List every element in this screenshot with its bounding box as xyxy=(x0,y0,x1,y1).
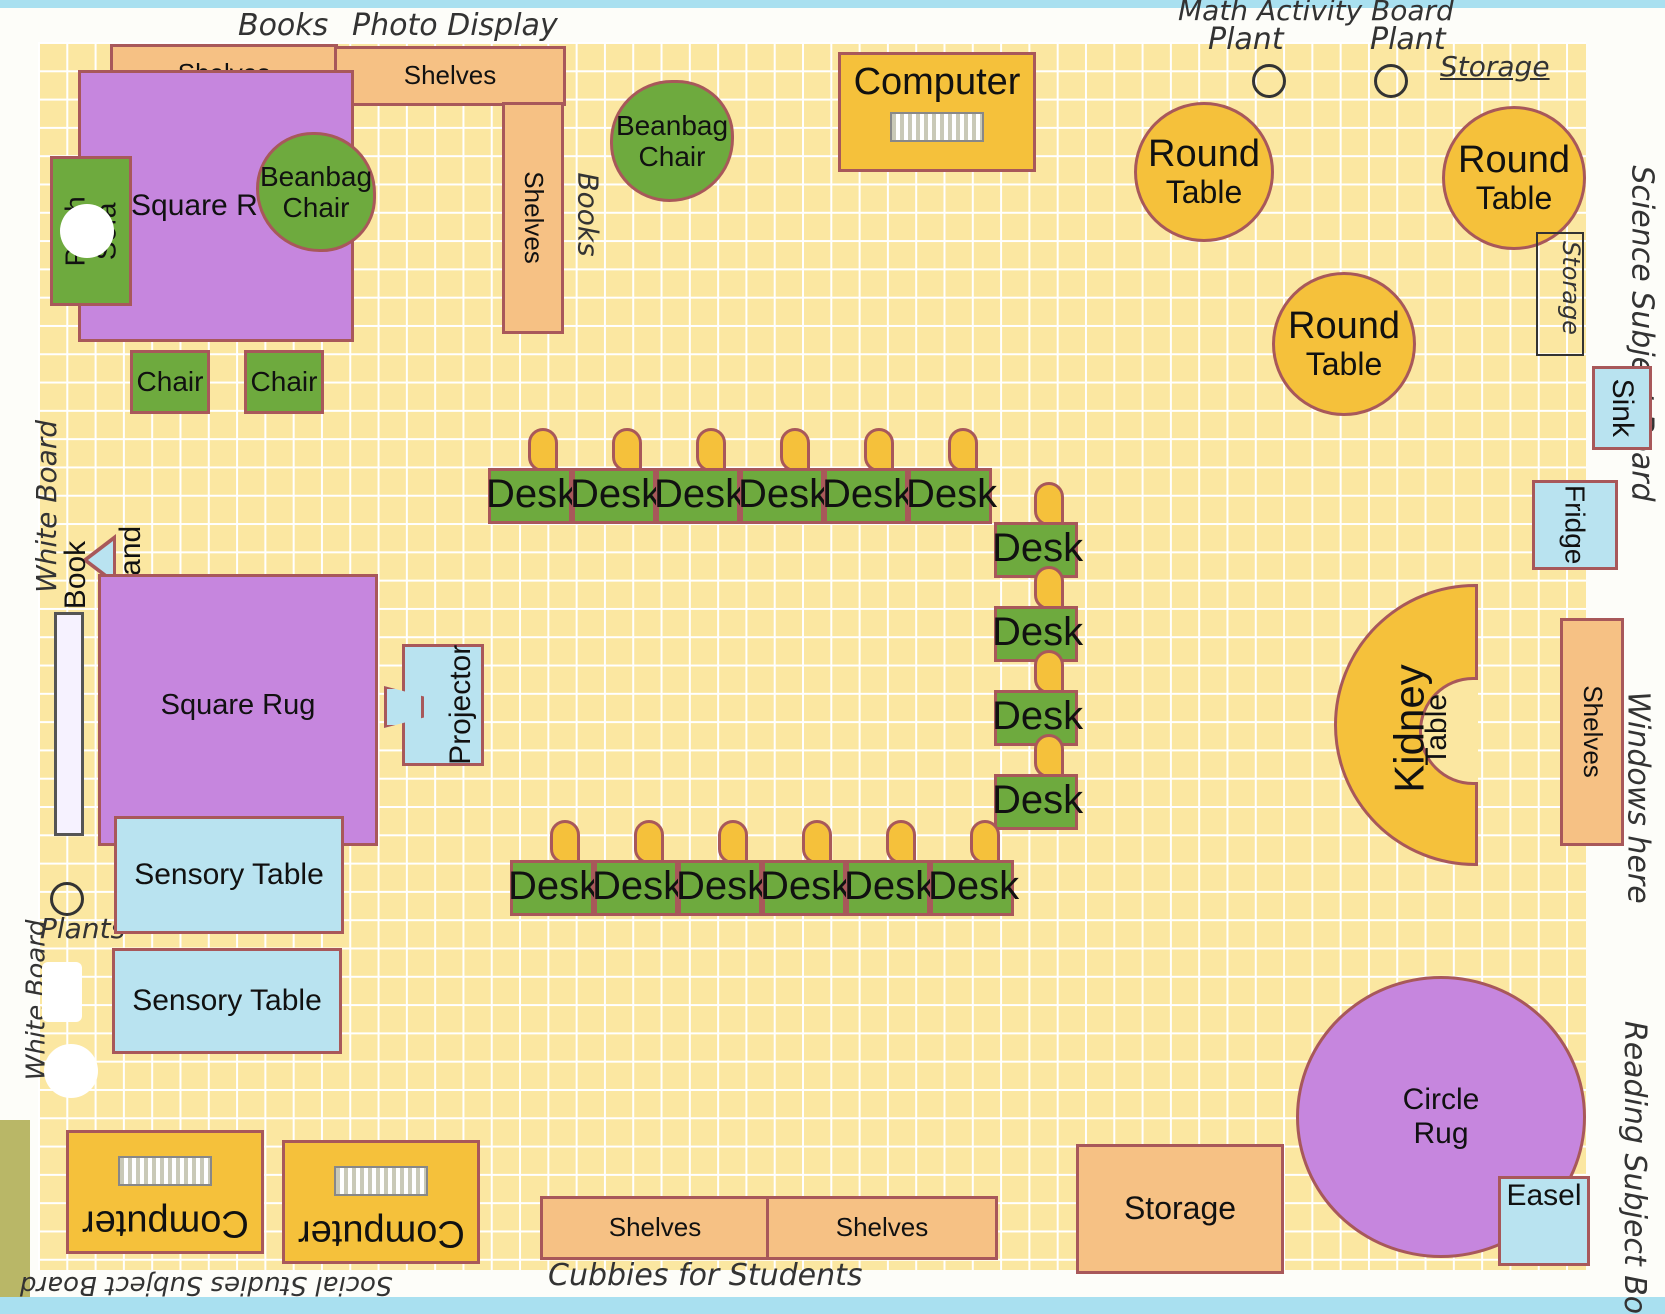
desk-label: Desk xyxy=(654,472,746,516)
square-rug: Square Rug xyxy=(98,574,378,846)
desk-chair xyxy=(886,820,916,864)
note-photo-display: Photo Display xyxy=(352,8,558,43)
book-stand-triangle-fill xyxy=(88,541,113,579)
desk-chair xyxy=(1034,566,1064,610)
desk-chair xyxy=(1034,650,1064,694)
plant-marker-1 xyxy=(1252,64,1286,98)
desk-bottom-row-1 xyxy=(510,860,594,916)
desk-chair xyxy=(948,428,978,472)
note-storage-top: Storage xyxy=(1440,50,1550,83)
sensory-table-2: Sensory Table xyxy=(112,948,342,1054)
desk-label: Desk xyxy=(760,864,852,908)
desk-top-row-2 xyxy=(572,468,656,524)
note-plant-1: Plant xyxy=(1208,22,1284,57)
desk-top-row-3 xyxy=(656,468,740,524)
keyboard-icon xyxy=(118,1156,212,1187)
binder-hole-3 xyxy=(44,1044,98,1098)
plant-marker-2 xyxy=(1374,64,1408,98)
desk-label: Desk xyxy=(928,864,1020,908)
desk-chair xyxy=(718,820,748,864)
desk-label: Desk xyxy=(508,864,600,908)
desk-label: Desk xyxy=(486,472,578,516)
desk-label: Desk xyxy=(592,864,684,908)
desk-label: Desk xyxy=(992,694,1084,738)
shelves-right: Shelves xyxy=(1560,618,1624,846)
desk-label: Desk xyxy=(906,472,998,516)
desk-side-column-1 xyxy=(994,522,1078,578)
beanbag-chair-top: Beanbag Chair xyxy=(610,80,734,202)
desk-label: Desk xyxy=(570,472,662,516)
desk-label: Desk xyxy=(738,472,830,516)
note-books-top: Books xyxy=(238,8,329,43)
desk-label: Desk xyxy=(992,610,1084,654)
chair-left: Chair xyxy=(130,350,210,414)
desk-label: Desk xyxy=(822,472,914,516)
binder-hole-2 xyxy=(42,962,82,1022)
side-storage-box xyxy=(1536,232,1584,356)
computer-top: Computer xyxy=(838,52,1036,172)
note-science-subject-board: Science Subject Board xyxy=(1624,165,1660,502)
desk-label: Desk xyxy=(676,864,768,908)
desk-bottom-row-6 xyxy=(930,860,1014,916)
desk-chair xyxy=(634,820,664,864)
keyboard-icon xyxy=(334,1166,428,1197)
computer-bottom-right: Computer xyxy=(282,1140,480,1264)
desk-label: Desk xyxy=(992,526,1084,570)
desk-top-row-6 xyxy=(908,468,992,524)
desk-label: Desk xyxy=(992,778,1084,822)
desk-top-row-4 xyxy=(740,468,824,524)
shelves-top-left-2: Shelves xyxy=(334,46,566,106)
note-windows-here: Windows here xyxy=(1620,691,1656,904)
fridge: Fridge xyxy=(1532,480,1618,570)
desk-bottom-row-5 xyxy=(846,860,930,916)
binder-hole-1 xyxy=(60,204,114,258)
desk-chair xyxy=(802,820,832,864)
olive-side-bar xyxy=(0,1120,30,1297)
beanbag-chair-left: Beanbag Chair xyxy=(256,132,376,252)
desk-chair xyxy=(970,820,1000,864)
desk-top-row-1 xyxy=(488,468,572,524)
desk-chair xyxy=(1034,482,1064,526)
note-math-activity-board: Math Activity Board xyxy=(1178,0,1454,27)
desk-bottom-row-3 xyxy=(678,860,762,916)
desk-chair xyxy=(550,820,580,864)
note-books-side: Books xyxy=(571,172,605,257)
desk-chair xyxy=(696,428,726,472)
desk-bottom-row-4 xyxy=(762,860,846,916)
desk-bottom-row-2 xyxy=(594,860,678,916)
shelves-vertical-top: Shelves xyxy=(502,102,564,334)
keyboard-icon xyxy=(890,111,984,142)
easel: Easel xyxy=(1498,1176,1590,1266)
note-reading-subject-board: Reading Subject Bo xyxy=(1617,1020,1653,1314)
desk-chair xyxy=(528,428,558,472)
white-board-strip xyxy=(54,612,84,836)
computer-bottom-left: Computer xyxy=(66,1130,264,1254)
note-social-studies-board: Social Studies Subject Board xyxy=(20,1270,393,1300)
note-plant-2: Plant xyxy=(1370,22,1446,57)
desk-chair xyxy=(780,428,810,472)
book-stand-label-1: Book xyxy=(59,540,93,610)
note-cubbies: Cubbies for Students xyxy=(548,1258,863,1293)
desk-top-row-5 xyxy=(824,468,908,524)
desk-chair xyxy=(612,428,642,472)
shelves-bottom-2: Shelves xyxy=(766,1196,998,1260)
sensory-table-1: Sensory Table xyxy=(114,816,344,934)
shelves-bottom-1: Shelves xyxy=(540,1196,770,1260)
desk-chair xyxy=(864,428,894,472)
desk-chair xyxy=(1034,734,1064,778)
sink: Sink xyxy=(1592,366,1652,450)
desk-side-column-4 xyxy=(994,774,1078,830)
note-white-board-1: White Board xyxy=(30,419,64,594)
desk-label: Desk xyxy=(844,864,936,908)
note-plants: Plants xyxy=(40,912,126,945)
storage-bottom: Storage xyxy=(1076,1144,1284,1274)
chair-right: Chair xyxy=(244,350,324,414)
plant-marker-3 xyxy=(50,882,84,916)
